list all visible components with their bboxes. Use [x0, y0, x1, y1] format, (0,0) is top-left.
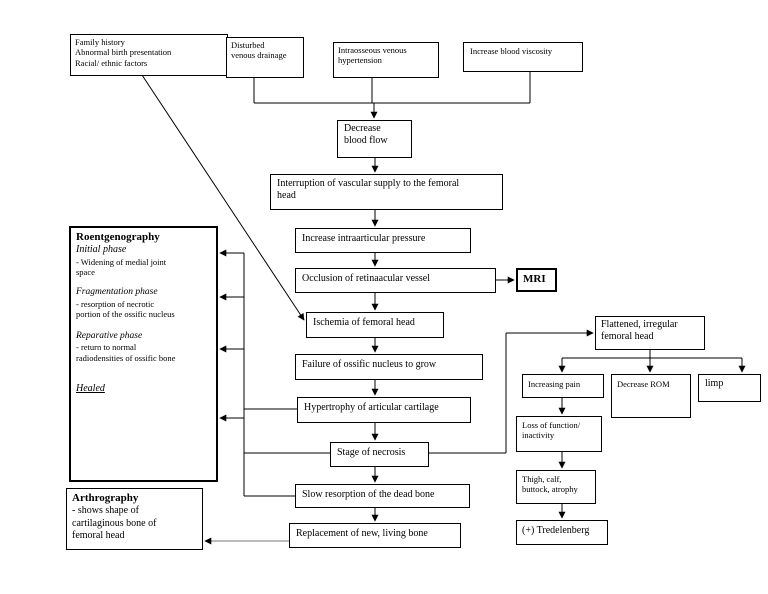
blood-viscosity-text: Increase blood viscosity — [470, 46, 553, 56]
flattened-head-text: Flattened, irregular femoral head — [601, 319, 678, 343]
venous-drainage-text: Disturbed venous drainage — [231, 40, 287, 61]
blood-flow-box: Decrease blood flow — [337, 120, 412, 158]
blood-flow-text: Decrease blood flow — [344, 123, 388, 147]
increasing-pain-box: Increasing pain — [522, 374, 604, 398]
atrophy-text: Thigh, calf, buttock, atrophy — [522, 474, 578, 495]
loss-function-box: Loss of function/ inactivity — [516, 416, 602, 452]
decrease-rom-text: Decrease ROM — [617, 379, 670, 389]
atrophy-box: Thigh, calf, buttock, atrophy — [516, 470, 596, 504]
vascular-interruption-text: Interruption of vascular supply to the f… — [277, 178, 460, 202]
replacement-text: Replacement of new, living bone — [296, 528, 428, 539]
slow-resorption-box: Slow resorption of the dead bone — [295, 484, 470, 508]
venous-drainage-box: Disturbed venous drainage — [226, 37, 304, 78]
venous-hypertension-text: Intraosseous venous hypertension — [338, 45, 407, 66]
occlusion-box: Occlusion of retinaacular vessel — [295, 268, 496, 293]
increasing-pain-text: Increasing pain — [528, 379, 581, 389]
venous-hypertension-box: Intraosseous venous hypertension — [333, 42, 439, 78]
intraarticular-pressure-box: Increase intraarticular pressure — [295, 228, 471, 253]
reparative-phase-label: Reparative phase — [76, 330, 143, 341]
initial-phase-label: Initial phase — [76, 244, 127, 256]
tredelenberg-box: (+) Tredelenberg — [516, 520, 608, 545]
fragmentation-phase-desc: - resorption of necrotic portion of the … — [76, 298, 175, 320]
tredelenberg-text: (+) Tredelenberg — [522, 525, 590, 536]
occlusion-text: Occlusion of retinaacular vessel — [302, 273, 431, 284]
risk-factors-text: Family history Abnormal birth presentati… — [75, 37, 172, 68]
arthrography-title: Arthrography — [72, 492, 139, 504]
flattened-head-box: Flattened, irregular femoral head — [595, 316, 705, 350]
blood-viscosity-box: Increase blood viscosity — [463, 42, 583, 72]
roentgenography-title: Roentgenography — [76, 231, 160, 243]
vascular-interruption-box: Interruption of vascular supply to the f… — [270, 174, 503, 210]
ischemia-box: Ischemia of femoral head — [306, 312, 444, 338]
limp-text: limp — [705, 378, 724, 389]
fragmentation-phase-label: Fragmentation phase — [76, 287, 158, 298]
ischemia-text: Ischemia of femoral head — [313, 317, 415, 328]
slow-resorption-text: Slow resorption of the dead bone — [302, 489, 435, 500]
risk-factors-box: Family history Abnormal birth presentati… — [70, 34, 228, 76]
mri-text: MRI — [523, 273, 546, 285]
loss-function-text: Loss of function/ inactivity — [522, 420, 581, 441]
necrosis-text: Stage of necrosis — [337, 447, 406, 458]
hypertrophy-box: Hypertrophy of articular cartilage — [297, 397, 471, 423]
limp-box: limp — [698, 374, 761, 402]
arthrography-box: Arthrography - shows shape of cartilagin… — [66, 488, 203, 550]
intraarticular-pressure-text: Increase intraarticular pressure — [302, 233, 426, 244]
failure-nucleus-box: Failure of ossific nucleus to grow — [295, 354, 483, 380]
reparative-phase-desc: - return to normal radiodensities of oss… — [76, 342, 176, 363]
arthrography-desc: - shows shape of cartilaginous bone of f… — [72, 505, 157, 541]
decrease-rom-box: Decrease ROM — [611, 374, 691, 418]
healed-label: Healed — [76, 382, 105, 394]
roentgenography-box: Roentgenography Initial phase - Widening… — [69, 226, 218, 482]
replacement-box: Replacement of new, living bone — [289, 523, 461, 548]
mri-box: MRI — [516, 268, 557, 292]
initial-phase-desc: - Widening of medial joint space — [76, 256, 167, 277]
hypertrophy-text: Hypertrophy of articular cartilage — [304, 402, 439, 413]
failure-nucleus-text: Failure of ossific nucleus to grow — [302, 359, 437, 370]
necrosis-box: Stage of necrosis — [330, 442, 429, 467]
